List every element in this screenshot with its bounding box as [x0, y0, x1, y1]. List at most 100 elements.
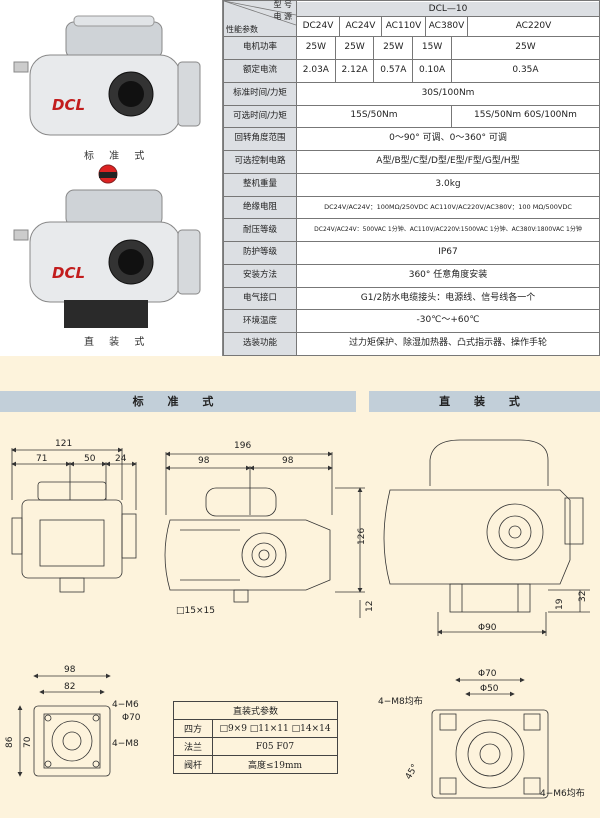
section-standard-heading: 标 准 式	[0, 391, 356, 412]
row-optional-time: 可选时间/力矩 15S/50Nm 15S/50Nm 60S/100Nm	[223, 104, 600, 129]
cell: 0.35A	[450, 58, 600, 83]
row-motor-power: 电机功率 25W 25W 25W 15W 25W	[223, 36, 600, 60]
dim-19: 19	[555, 598, 565, 610]
cell: 0.57A	[373, 58, 414, 83]
row-label: 额定电流	[223, 58, 297, 83]
row-label: 选装功能	[223, 332, 297, 356]
dcl-logo: DCL	[52, 264, 85, 282]
cell: -30℃～+60℃	[296, 309, 600, 334]
cell: DC24V/AC24V：100MΩ/250VDC AC110V/AC220V/A…	[296, 195, 600, 220]
row-label: 标准时间/力矩	[223, 81, 297, 106]
params-label: 四方	[173, 719, 213, 738]
cell: 15S/50Nm 60S/100Nm	[450, 104, 600, 129]
caption-direct: 直 装 式	[84, 337, 151, 348]
header-param: 性能参数	[226, 25, 258, 35]
voltage-ac24: AC24V	[340, 16, 382, 36]
direct-bottom-view-drawing	[431, 677, 549, 799]
dim-24: 24	[115, 454, 127, 464]
section-direct-heading: 直 装 式	[369, 391, 600, 412]
params-value: 高度≤19mm	[212, 755, 338, 774]
voltage-ac110: AC110V	[382, 16, 426, 36]
dim-71: 71	[36, 454, 47, 464]
cell: 过力矩保护、除湿加热器、凸式指示器、操作手轮	[296, 332, 600, 356]
params-value: □9×9 □11×11 □14×14	[212, 719, 338, 738]
cell: 0～90° 可调、0～360° 可调	[296, 127, 600, 152]
header-model: 型 号	[273, 0, 292, 9]
dim-98-right: 98	[282, 456, 294, 466]
params-label: 法兰	[173, 737, 213, 756]
row-label: 电气接口	[223, 286, 297, 311]
row-options: 选装功能 过力矩保护、除湿加热器、凸式指示器、操作手轮	[223, 332, 600, 356]
dim-70: 70	[23, 736, 33, 748]
actuator-illustrations: DCL DCL	[13, 15, 201, 328]
cell: 15W	[412, 36, 452, 60]
dim-4-m6-evenly: 4−M6均布	[540, 787, 585, 799]
model-voltage-header: DCL—10 DC24V AC24V AC110V AC380V AC220V	[296, 0, 600, 38]
row-label: 耐压等级	[223, 218, 297, 243]
dim-86: 86	[5, 736, 15, 748]
dim-4-m8-evenly: 4−M8均布	[378, 695, 423, 707]
dim-82: 82	[64, 682, 75, 692]
dim-4-m8: 4−M8	[112, 739, 139, 749]
cell: 25W	[296, 36, 336, 60]
row-label: 整机重量	[223, 172, 297, 197]
cell: 25W	[373, 36, 414, 60]
header-power: 电 源	[273, 12, 292, 21]
dim-98-bottom: 98	[64, 665, 76, 675]
cell: 2.03A	[296, 58, 336, 83]
actuator-standard-image: DCL	[13, 15, 201, 136]
dim-square-15: □15×15	[176, 606, 215, 616]
spec-table: 型 号 电 源 性能参数 DCL—10 DC24V AC24V AC110V A…	[223, 0, 600, 356]
dcl-logo: DCL	[52, 96, 85, 114]
row-insulation: 绝缘电阻 DC24V/AC24V：100MΩ/250VDC AC110V/AC2…	[223, 195, 600, 220]
cell: 0.10A	[412, 58, 452, 83]
row-label: 回转角度范围	[223, 127, 297, 152]
params-value: F05 F07	[212, 737, 338, 756]
cell: 25W	[450, 36, 600, 60]
dim-12: 12	[365, 601, 375, 612]
voltage-dc24: DC24V	[297, 16, 340, 36]
row-rated-current: 额定电流 2.03A 2.12A 0.57A 0.10A 0.35A	[223, 58, 600, 83]
row-label: 防护等级	[223, 241, 297, 265]
row-control-circuit: 可选控制电路 A型/B型/C型/D型/E型/F型/G型/H型	[223, 150, 600, 174]
direct-view-drawing	[383, 439, 590, 636]
row-standard-time: 标准时间/力矩 30S/100Nm	[223, 81, 600, 106]
cell: 360° 任意角度安装	[296, 263, 600, 288]
dim-126: 126	[357, 528, 367, 545]
cell: DC24V/AC24V：500VAC 1分钟、AC110V/AC220V:150…	[296, 218, 600, 243]
cell: IP67	[296, 241, 600, 265]
diagonal-lines	[224, 1, 296, 26]
row-rotation-range: 回转角度范围 0～90° 可调、0～360° 可调	[223, 127, 600, 152]
row-weight: 整机重量 3.0kg	[223, 172, 600, 197]
dim-32: 32	[578, 591, 588, 602]
row-label: 环境温度	[223, 309, 297, 334]
dim-phi90: Φ90	[478, 623, 497, 633]
front-view-drawing	[11, 447, 137, 593]
dim-phi50: Φ50	[480, 684, 499, 694]
dim-50: 50	[84, 454, 96, 464]
row-voltage-withstand: 耐压等级 DC24V/AC24V：500VAC 1分钟、AC110V/AC220…	[223, 218, 600, 243]
dim-45deg: 45°	[404, 763, 421, 782]
model-name: DCL—10	[297, 1, 599, 17]
row-label: 电机功率	[223, 36, 297, 60]
cell: A型/B型/C型/D型/E型/F型/G型/H型	[296, 150, 600, 174]
dim-phi70-right: Φ70	[478, 669, 497, 679]
params-title: 直装式参数	[173, 701, 338, 720]
cell: 2.12A	[334, 58, 375, 83]
cell: 3.0kg	[296, 172, 600, 197]
voltage-row: DC24V AC24V AC110V AC380V AC220V	[297, 16, 599, 36]
params-label: 阀杆	[173, 755, 213, 774]
row-electrical: 电气接口 G1/2防水电缆接头：电源线、信号线各一个	[223, 286, 600, 311]
dim-98-left: 98	[198, 456, 210, 466]
voltage-ac380: AC380V	[426, 16, 468, 36]
row-temperature: 环境温度 -30℃～+60℃	[223, 309, 600, 334]
caption-standard: 标 准 式	[84, 151, 151, 162]
row-protection: 防护等级 IP67	[223, 241, 600, 265]
cell: 30S/100Nm	[296, 81, 600, 106]
header-diagonal-cell: 型 号 电 源 性能参数	[223, 0, 297, 38]
row-label: 绝缘电阻	[223, 195, 297, 220]
dim-4-m6: 4−M6	[112, 700, 139, 710]
standard-bottom-view-drawing	[17, 673, 111, 777]
side-view-drawing	[164, 451, 365, 618]
